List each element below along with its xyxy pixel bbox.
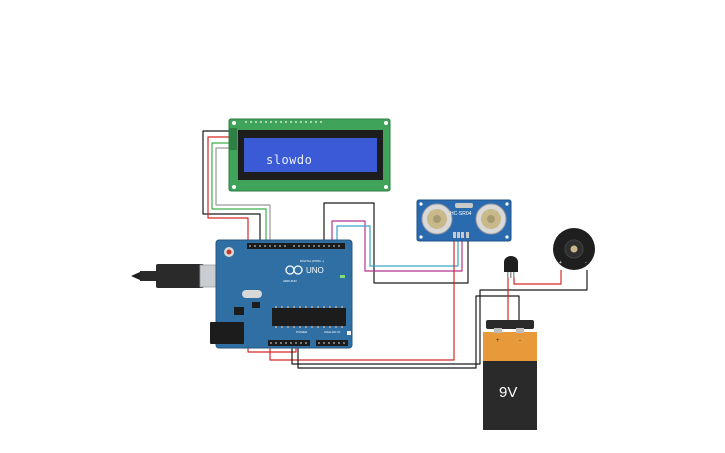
voltage-regulator [234,307,244,315]
wire-ground-black-2[interactable] [297,295,520,369]
arduino-logo-text: ARDUINO [283,279,298,283]
power-header [268,340,310,346]
battery-minus-sign: - [519,338,521,344]
analog-label: ANALOG IN [324,330,340,334]
arduino-uno-board[interactable]: DIGITAL (PWM ~) UNO ARDUINO [210,239,353,349]
lcd-mount-hole [384,121,388,125]
battery-voltage-label: 9V [499,384,517,401]
lcd-mount-hole [384,185,388,189]
usb-plug [156,264,204,288]
piezo-buzzer[interactable]: + - [553,228,595,270]
wire-ultrasonic-black[interactable] [323,202,469,284]
lcd-module[interactable]: slowdo [228,118,391,192]
digital-label: DIGITAL (PWM ~) [300,259,324,263]
wire-lcd-black[interactable] [202,130,261,244]
ultrasonic-sensor[interactable]: HC-SR04 [416,199,512,242]
ultrasonic-model-label: HC-SR04 [450,211,472,217]
wire-ultrasonic-red[interactable] [269,238,455,361]
wire-ground-black-1[interactable] [291,270,588,365]
wire-ultrasonic-magenta[interactable] [331,220,463,272]
analog-header [316,340,348,346]
wires [202,130,588,369]
lcd-i2c-pins [229,128,237,150]
ultrasonic-crystal [455,203,473,208]
usb-cable-end [131,272,140,280]
arduino-logo [285,265,303,275]
usb-cable[interactable] [131,264,231,288]
ultrasonic-receiver [475,203,507,235]
battery-terminal-plus [494,328,502,333]
lcd-screen [244,138,377,172]
battery-plus-sign: + [496,338,500,344]
lcd-header-pins [245,121,322,123]
atmega-chip [272,308,346,326]
digital-header [247,243,345,249]
battery-top [483,332,537,362]
power-label: POWER [296,330,308,334]
power-led [340,275,345,278]
buzzer-plus-sign: + [559,260,562,266]
uno-label: UNO [306,266,324,275]
ultrasonic-transmitter [421,203,453,235]
wire-lcd-gray[interactable] [215,147,271,244]
battery-body [483,361,537,430]
wire-lcd-green[interactable] [211,142,267,244]
ultrasonic-pins [453,232,469,238]
lcd-mount-hole [232,185,236,189]
battery-9v[interactable]: + - 9V [483,320,537,430]
battery-clip [486,320,534,329]
battery-terminal-minus [516,328,524,333]
wire-buzzer-red[interactable] [513,270,562,285]
wire-lcd-red[interactable] [207,136,297,353]
transistor[interactable] [504,256,518,278]
crystal [242,290,262,298]
buzzer-minus-sign: - [585,260,587,266]
lcd-mount-hole [232,121,236,125]
lcd-display-text: slowdo [266,153,312,167]
power-jack [210,322,244,344]
wire-ultrasonic-cyan[interactable] [336,225,459,267]
